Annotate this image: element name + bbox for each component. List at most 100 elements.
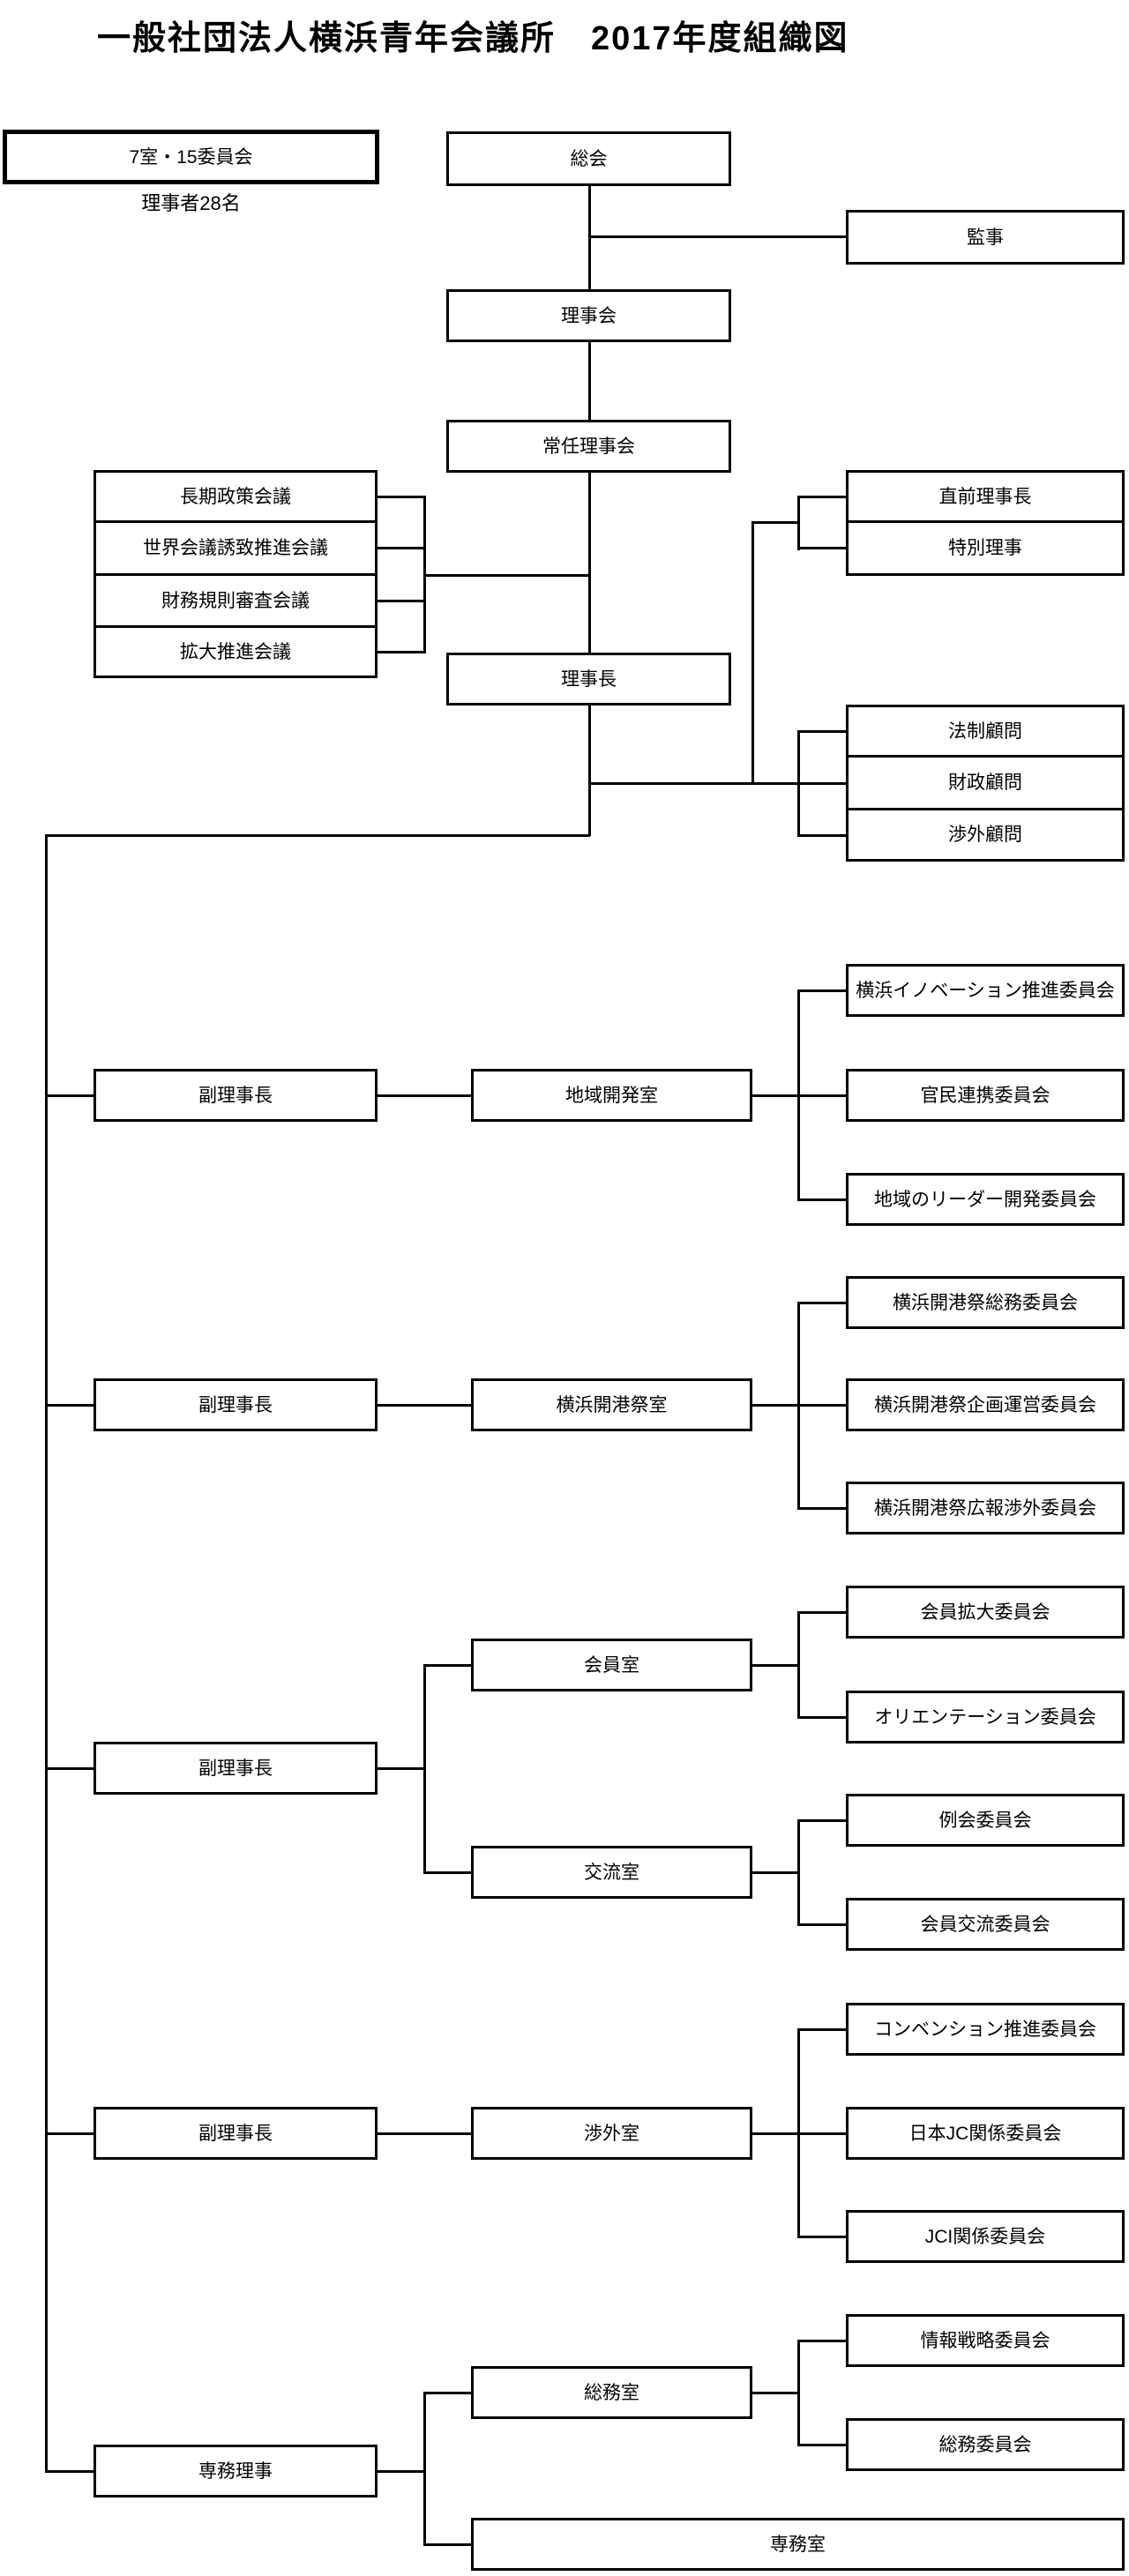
connector-kaiin-bracket [797, 1611, 800, 1719]
connector-chokuzen-feeder-v [751, 521, 754, 784]
node-room-shogai: 渉外室 [471, 2107, 752, 2160]
connector-kaigi-stub-3 [378, 600, 424, 602]
node-room-senmu: 専務室 [471, 2518, 1125, 2571]
node-shogai-komon: 渉外顧問 [846, 808, 1125, 862]
connector-fuku3-bracket [423, 1664, 426, 1874]
connector-spine-stub-fuku4 [45, 2132, 93, 2135]
node-rijicho: 理事長 [446, 653, 731, 706]
node-committee-kaikosai-kikaku: 横浜開港祭企画運営委員会 [846, 1378, 1125, 1431]
node-chokuzen-rijicho: 直前理事長 [846, 470, 1125, 523]
node-fuku-rijicho-4: 副理事長 [93, 2107, 378, 2160]
node-room-kaikosai: 横浜開港祭室 [471, 1378, 752, 1431]
node-fuku-rijicho-3: 副理事長 [93, 1742, 378, 1795]
node-rijikai: 理事会 [446, 289, 731, 342]
connector-fuku4-room [378, 2132, 471, 2135]
connector-hosei-stub [797, 730, 846, 733]
connector-senmu-bracket [423, 2392, 426, 2546]
node-committee-kaikosai-koho: 横浜開港祭広報渉外委員会 [846, 1482, 1125, 1534]
connector-leader-stub [797, 1198, 846, 1201]
node-committee-kaiin-kakudai: 会員拡大委員会 [846, 1586, 1125, 1639]
connector-kaiin-room-stub [423, 1664, 471, 1667]
node-committee-nihon-jc: 日本JC関係委員会 [846, 2107, 1125, 2160]
connector-chokuzen-feeder-h [751, 521, 800, 524]
connector-kaiin-committees [752, 1664, 799, 1667]
node-senmu-riji: 専務理事 [93, 2445, 378, 2498]
connector-kaikosai-bracket [797, 1302, 800, 1510]
connector-shogai-bracket [797, 2028, 800, 2238]
connector-fuku1-room [378, 1094, 471, 1097]
connector-fuku2-room [378, 1404, 471, 1407]
node-committee-somu: 総務委員会 [846, 2418, 1125, 2471]
node-room-somu: 総務室 [471, 2366, 752, 2419]
connector-jci-stub [797, 2236, 846, 2238]
connector-left-spine [45, 834, 48, 2473]
node-committee-inobe: 横浜イノベーション推進委員会 [846, 964, 1125, 1017]
node-tokubetsu-riji: 特別理事 [846, 520, 1125, 576]
connector-komon-bracket [797, 730, 800, 837]
connector-kaigi-trunk [423, 574, 590, 577]
node-committee-kanmin: 官民連携委員会 [846, 1069, 1125, 1122]
connector-somu-committees [752, 2392, 799, 2394]
chart-title: 一般社団法人横浜青年会議所 2017年度組織図 [97, 20, 849, 57]
node-zaisei-komon: 財政顧問 [846, 755, 1125, 810]
legend-note: 理事者28名 [141, 192, 241, 214]
connector-fuku3-stub [378, 1767, 424, 1770]
node-committee-leader: 地域のリーダー開発委員会 [846, 1173, 1125, 1226]
connector-chiiki-bracket [797, 989, 800, 1201]
connector-somu-room-stub [423, 2392, 471, 2394]
node-soukai: 総会 [446, 131, 731, 186]
node-kanji: 監事 [846, 210, 1125, 265]
node-room-chiiki: 地域開発室 [471, 1069, 752, 1122]
node-kakudai-suishin-kaigi: 拡大推進会議 [93, 625, 378, 678]
connector-inobe-stub [797, 989, 846, 992]
connector-spine-stub-senmu [45, 2470, 93, 2473]
connector-kaigi-stub-2 [378, 547, 424, 549]
node-committee-kaiin-koryu: 会員交流委員会 [846, 1898, 1125, 1951]
connector-kaikosai-koho-stub [797, 1507, 846, 1510]
node-committee-orientation: オリエンテーション委員会 [846, 1691, 1125, 1743]
connector-spine-stub-fuku2 [45, 1404, 93, 1407]
connector-rijikai-jonin [588, 342, 591, 420]
connector-tokubetsu-stub [797, 547, 846, 549]
connector-komon-trunk [588, 782, 846, 785]
node-zaimu-kisoku-kaigi: 財務規則審査会議 [93, 573, 378, 628]
connector-senmu-stub [378, 2470, 424, 2473]
node-room-kaiin: 会員室 [471, 1639, 752, 1691]
connector-kanji-branch [589, 235, 846, 238]
node-fuku-rijicho-1: 副理事長 [93, 1069, 378, 1122]
node-committee-convention: コンベンション推進委員会 [846, 2003, 1125, 2056]
connector-spine-stub-fuku3 [45, 1767, 93, 1770]
connector-koryu-bracket [797, 1819, 800, 1926]
connector-kaiin-koryu-stub [797, 1923, 846, 1926]
node-committee-reikai: 例会委員会 [846, 1794, 1125, 1847]
node-jonin-rijikai: 常任理事会 [446, 420, 731, 473]
connector-senmu-room-stub [423, 2543, 471, 2546]
connector-rijicho-down [588, 705, 591, 836]
connector-kaigi-stub-1 [378, 496, 424, 498]
legend-box: 7室・15委員会 [3, 130, 379, 184]
connector-orientation-stub [797, 1716, 846, 1719]
connector-kaigi-stub-4 [378, 651, 424, 653]
connector-somu-iin-stub [797, 2444, 846, 2446]
connector-spine-stub-fuku1 [45, 1094, 93, 1097]
node-fuku-rijicho-2: 副理事長 [93, 1378, 378, 1431]
connector-reikai-stub [797, 1819, 846, 1822]
node-committee-kaikosai-somu: 横浜開港祭総務委員会 [846, 1276, 1125, 1329]
node-sekai-kaigi: 世界会議誘致推進会議 [93, 520, 378, 576]
connector-convention-stub [797, 2028, 846, 2031]
connector-joho-stub [797, 2340, 846, 2342]
node-room-koryu: 交流室 [471, 1846, 752, 1899]
connector-shogai-komon-stub [797, 834, 846, 837]
node-committee-jci: JCI関係委員会 [846, 2210, 1125, 2263]
connector-koryu-committees [752, 1871, 799, 1874]
connector-jonin-rijicho [588, 473, 591, 653]
connector-somu-bracket [797, 2340, 800, 2446]
node-hosei-komon: 法制顧問 [846, 705, 1125, 758]
connector-kaikosai-somu-stub [797, 1302, 846, 1304]
connector-chokuzen-stub [797, 496, 846, 498]
connector-kaiin-kakudai-stub [797, 1611, 846, 1614]
connector-koryu-room-stub [423, 1871, 471, 1874]
node-choki-seisaku-kaigi: 長期政策会議 [93, 470, 378, 523]
node-committee-joho: 情報戦略委員会 [846, 2314, 1125, 2367]
